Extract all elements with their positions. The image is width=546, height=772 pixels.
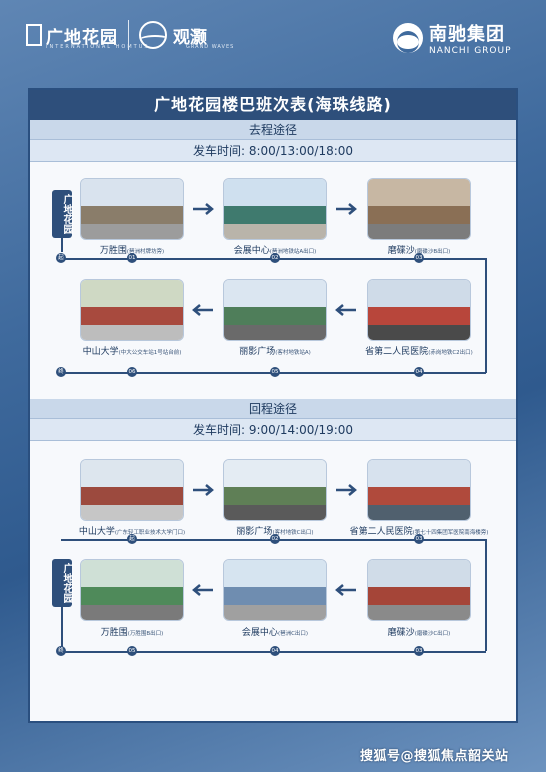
stop-photo-liying — [223, 279, 327, 341]
arrow-right-icon — [336, 203, 357, 215]
stop-name: 万胜围(万胜围B出口) — [100, 628, 164, 638]
stop-name: 中山大学(中大公交车站1号站台前) — [82, 347, 182, 357]
arrow-left-icon — [192, 304, 213, 316]
return-route: 中山大学(广东轻工职业技术大学门口) 丽影广场(客村地铁C出口) 省第二人民医院… — [30, 441, 516, 691]
brand-mark-icon — [26, 24, 42, 46]
stop-number: 04 — [270, 646, 280, 656]
stop-photo-modiesha — [367, 178, 471, 240]
route-line — [61, 607, 63, 651]
origin-dot: 起 — [56, 253, 66, 263]
origin-dot: 起 — [127, 534, 137, 544]
stop-photo-liying — [223, 459, 327, 521]
stop-photo-wanshengwei — [80, 178, 184, 240]
arrow-left-icon — [192, 584, 213, 596]
stop-photo-hospital — [367, 459, 471, 521]
arrow-right-icon — [336, 484, 357, 496]
brand-left-name: 广地花园 — [46, 27, 118, 48]
brand-mid-name: 观灏 — [173, 27, 207, 48]
stop-photo-modiesha — [367, 559, 471, 621]
arrow-left-icon — [335, 584, 356, 596]
return-label: 回程途径 — [30, 399, 516, 419]
page-header: 广地花园 INTERNATIONAL HOMTUS 观灏 GRAND WAVES… — [0, 0, 546, 80]
route-line — [485, 258, 487, 373]
stop-name: 万胜围(琶洲村牌坊旁) — [99, 246, 165, 256]
stop-name: 磨碟沙(磨碟沙C出口) — [387, 628, 451, 638]
stop-photo-zhongshan — [80, 459, 184, 521]
brand-mid-sub: GRAND WAVES — [186, 44, 235, 50]
outbound-route: 广地花园 万胜围(琶洲村牌坊旁) 会展中心(琶洲地铁站A出口) 磨碟沙(磨碟沙B… — [30, 162, 516, 417]
stop-name: 磨碟沙(磨碟沙B出口) — [387, 246, 451, 256]
return-end-label: 广地花园 — [52, 559, 72, 607]
stop-name: 中山大学(广东轻工职业技术大学门口) — [78, 527, 186, 537]
developer-name-cn: 南驰集团 — [429, 24, 505, 45]
arrow-right-icon — [193, 484, 214, 496]
wave-logo-icon — [139, 21, 167, 49]
stop-number: 02 — [270, 253, 280, 263]
outbound-departure: 发车时间: 8:00/13:00/18:00 — [30, 140, 516, 162]
nanchi-swirl-icon — [393, 23, 423, 53]
outbound-label: 去程途径 — [30, 120, 516, 140]
brand-divider — [128, 20, 129, 50]
arrow-right-icon — [193, 203, 214, 215]
stop-photo-wanshengwei — [80, 559, 184, 621]
stop-name: 会展中心(琶洲C出口) — [241, 628, 309, 638]
stop-number: 05 — [270, 367, 280, 377]
stop-photo-huizhan — [223, 178, 327, 240]
return-departure: 发车时间: 9:00/14:00/19:00 — [30, 419, 516, 441]
stop-number: 02 — [270, 534, 280, 544]
stop-photo-huizhan — [223, 559, 327, 621]
developer-name-en: NANCHI GROUP — [429, 46, 512, 56]
stop-name: 丽影广场(客村地铁C出口) — [236, 527, 314, 537]
route-line — [485, 539, 487, 651]
arrow-left-icon — [335, 304, 356, 316]
end-dot: 终 — [56, 646, 66, 656]
outbound-origin-label: 广地花园 — [52, 190, 72, 238]
stop-photo-hospital — [367, 279, 471, 341]
brand-left-sub: INTERNATIONAL HOMTUS — [46, 44, 150, 50]
stop-photo-zhongshan — [80, 279, 184, 341]
stop-name: 省第二人民医院(赤岗地铁C2出口) — [365, 347, 473, 357]
stop-number: 04 — [414, 367, 424, 377]
stop-name: 丽影广场(客村地铁站A) — [239, 347, 311, 357]
developer-logo: 南驰集团 NANCHI GROUP — [393, 20, 512, 56]
stop-name: 省第二人民医院(第七十四集团军医院南海楼旁) — [349, 527, 489, 537]
stop-number: 03 — [414, 253, 424, 263]
stop-number: 06 — [127, 367, 137, 377]
schedule-title: 广地花园楼巴班次表(海珠线路) — [30, 90, 516, 120]
stop-number: 03 — [414, 646, 424, 656]
stop-name: 会展中心(琶洲地铁站A出口) — [233, 246, 317, 256]
brand-logos: 广地花园 INTERNATIONAL HOMTUS 观灏 GRAND WAVES — [26, 20, 233, 50]
end-dot: 终 — [56, 367, 66, 377]
route-line — [61, 238, 63, 252]
schedule-card: 广地花园楼巴班次表(海珠线路) 去程途径 发车时间: 8:00/13:00/18… — [28, 88, 518, 723]
watermark-text: 搜狐号@搜狐焦点韶关站 — [360, 749, 509, 764]
stop-number: 01 — [127, 253, 137, 263]
stop-number: 03 — [414, 534, 424, 544]
stop-number: 05 — [127, 646, 137, 656]
